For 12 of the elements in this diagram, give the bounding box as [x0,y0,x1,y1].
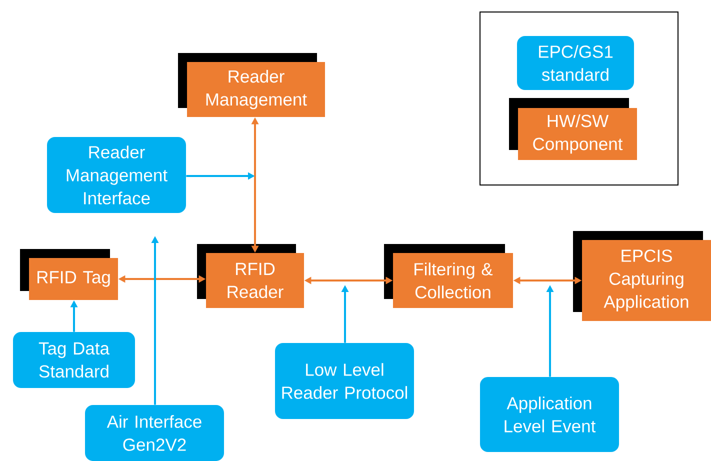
standard-box: Reader Management Interface [47,137,186,213]
component-box: RFID Tag [20,249,118,300]
component-box: RFID Reader [197,244,304,308]
legend-label: EPC/GS1 standard [539,45,613,81]
standard-box: Low Level Reader Protocol [275,343,414,419]
standard-box: Tag Data Standard [13,332,135,388]
standard-box: Application Level Event [480,377,619,452]
standard-box: Air Interface Gen2V2 [85,405,224,461]
component-box: EPCIS Capturing Application [573,231,711,321]
component-box: Reader Management [178,53,325,117]
legend-label: HW/SW Component [533,114,623,154]
component-box: Filtering & Collection [384,244,513,308]
